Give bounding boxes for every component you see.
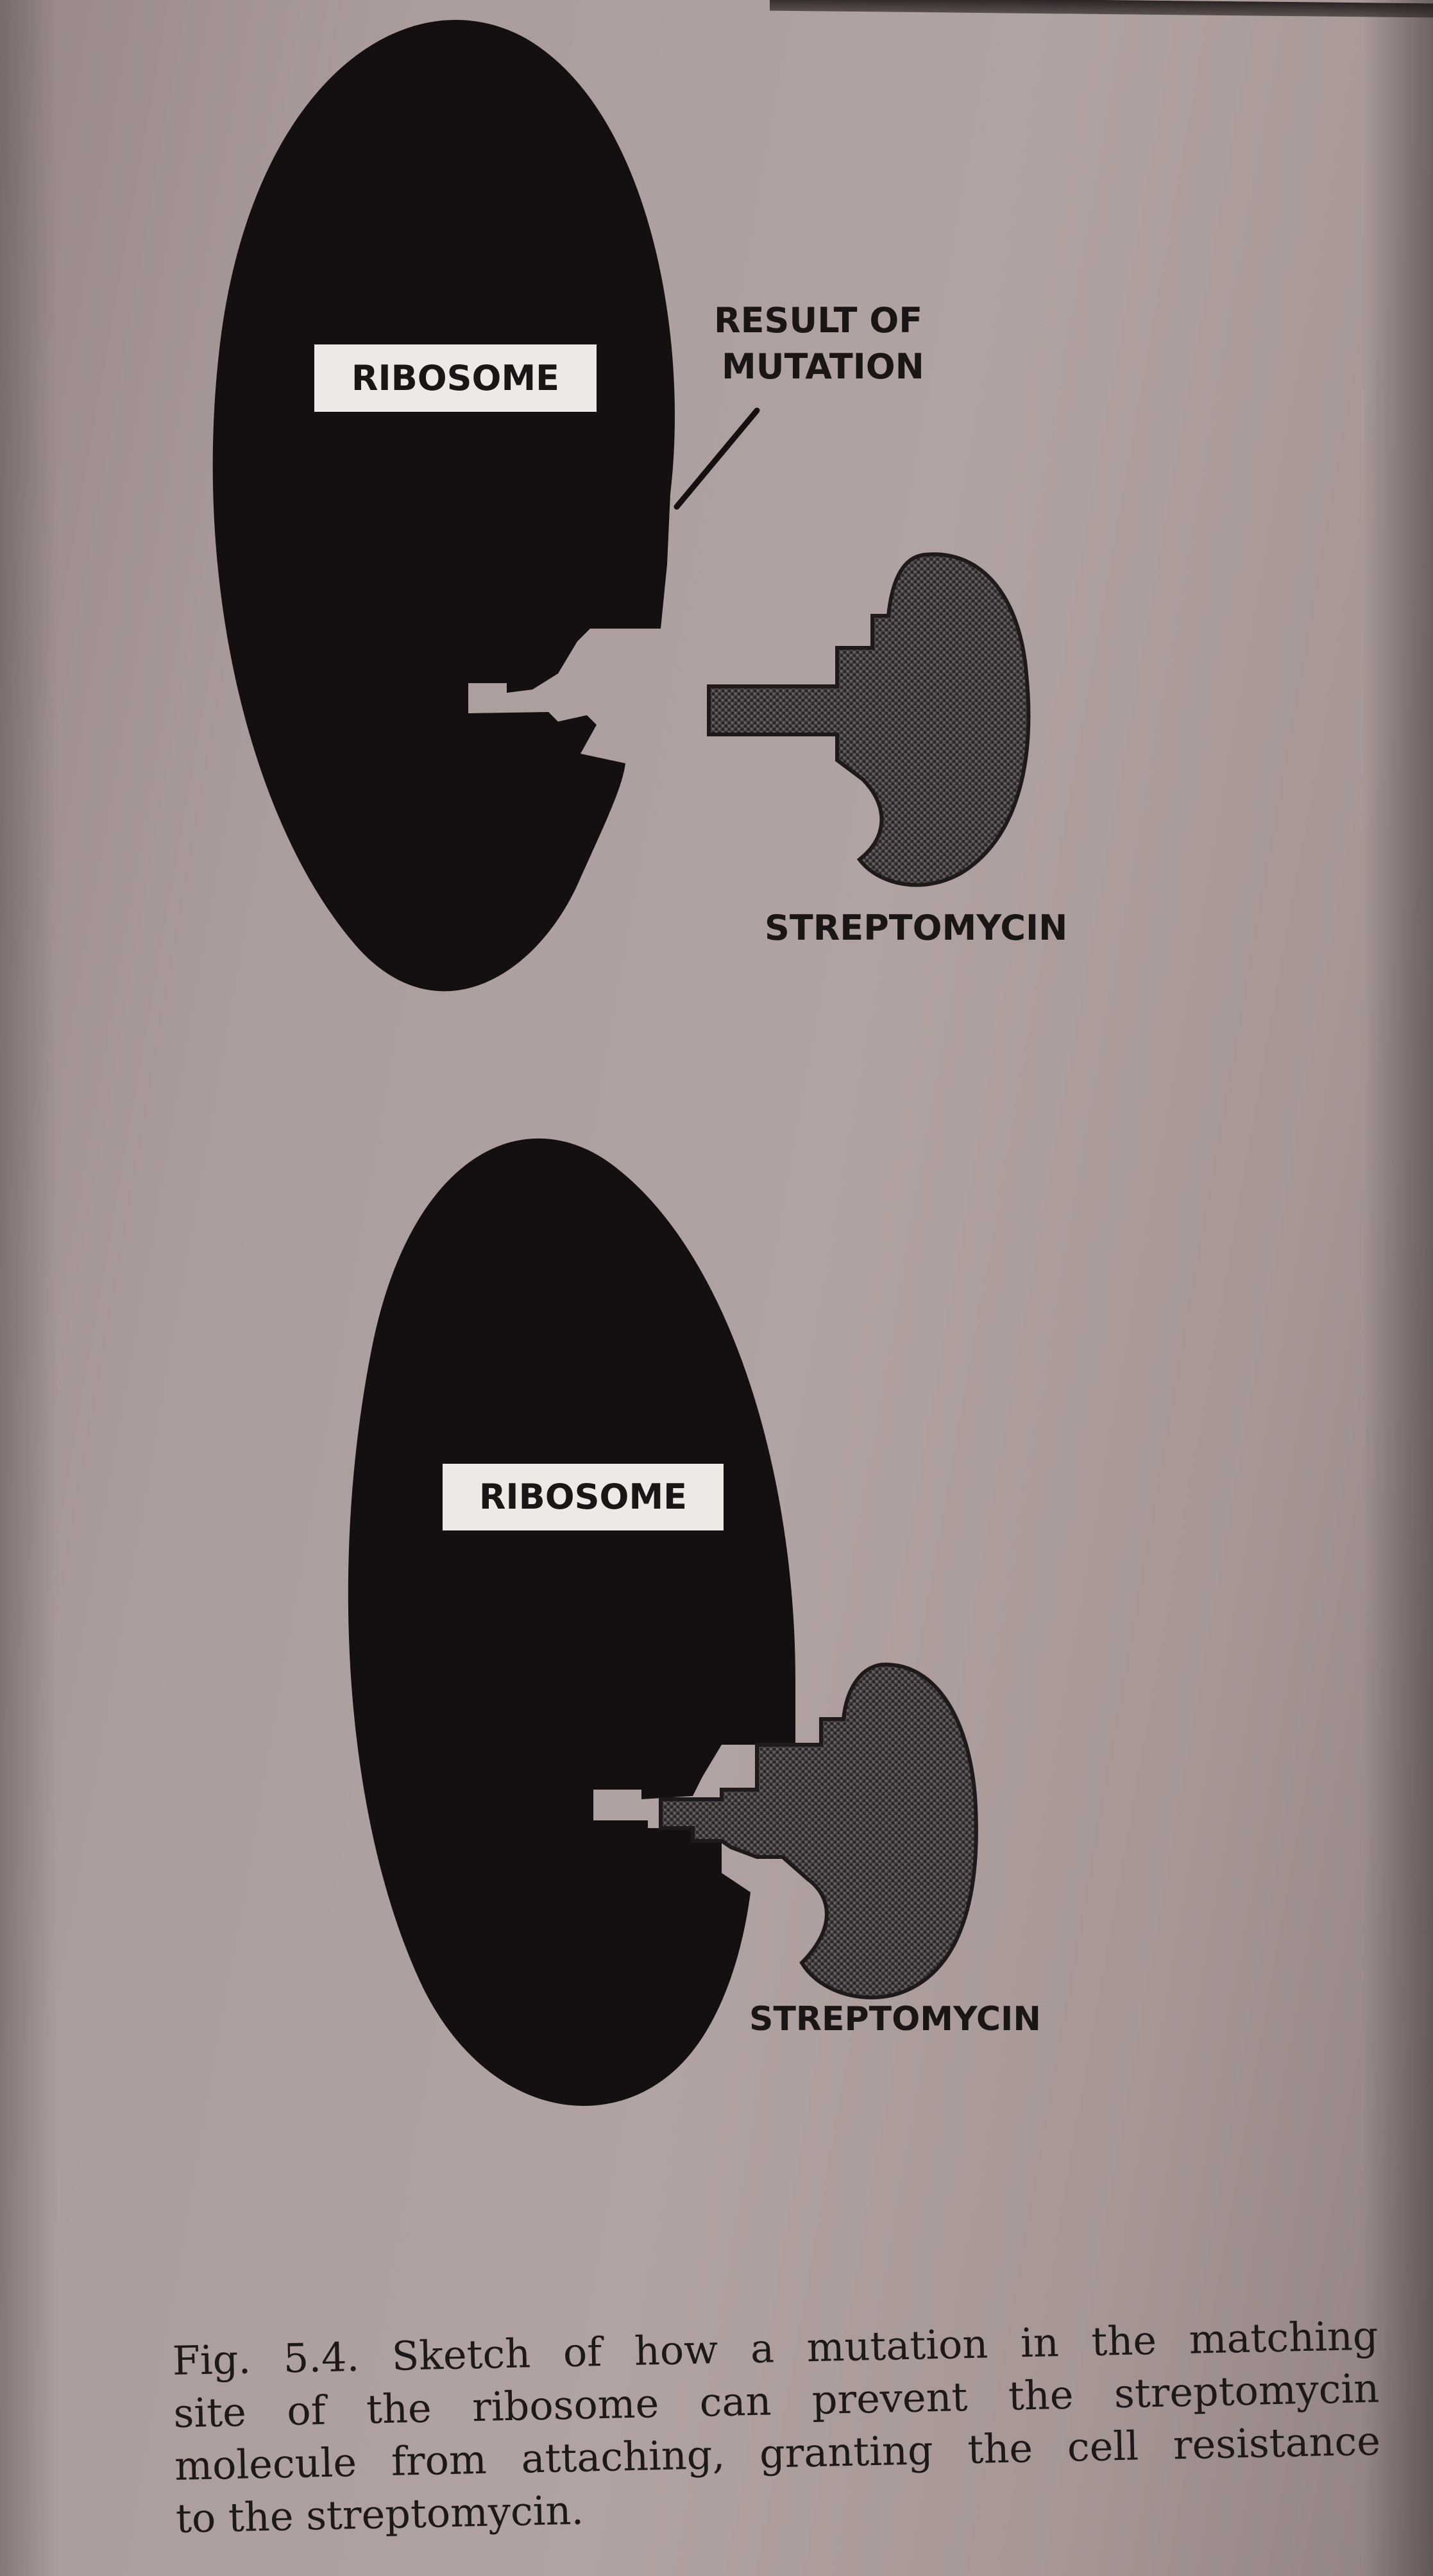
figure-caption: Fig. 5.4. Sketch of how a mutation in th…: [172, 2310, 1382, 2545]
ribosome-label-bottom: RIBOSOME: [479, 1477, 687, 1517]
figure-diagram: RIBOSOME RESULT OF MUTATION STREPTOMYCIN…: [212, 20, 1067, 2106]
page-gutter-shadow: [0, 0, 58, 2576]
streptomycin-molecule-bottom: [659, 1662, 978, 2000]
page-edge-shadow: [1362, 0, 1433, 2576]
annotation-line-1: RESULT OF: [714, 300, 922, 341]
streptomycin-label-bottom: STREPTOMYCIN: [749, 2000, 1041, 2038]
ribosome-label: RIBOSOME: [352, 358, 559, 398]
ribosome-label-box-bottom: [443, 1464, 724, 1530]
ribosome-mutated-shape: [212, 20, 675, 992]
annotation-line-2: MUTATION: [722, 346, 924, 387]
streptomycin-label-top: STREPTOMYCIN: [765, 908, 1067, 948]
streptomycin-molecule-top: [707, 552, 1031, 887]
bottom-panel: RIBOSOME STREPTOMYCIN: [348, 1138, 1041, 2106]
top-panel: RIBOSOME RESULT OF MUTATION STREPTOMYCIN: [212, 20, 1067, 992]
ribosome-normal-shape: [348, 1138, 795, 2106]
ribosome-label-box: [314, 344, 597, 412]
annotation-leader-line: [674, 407, 760, 510]
